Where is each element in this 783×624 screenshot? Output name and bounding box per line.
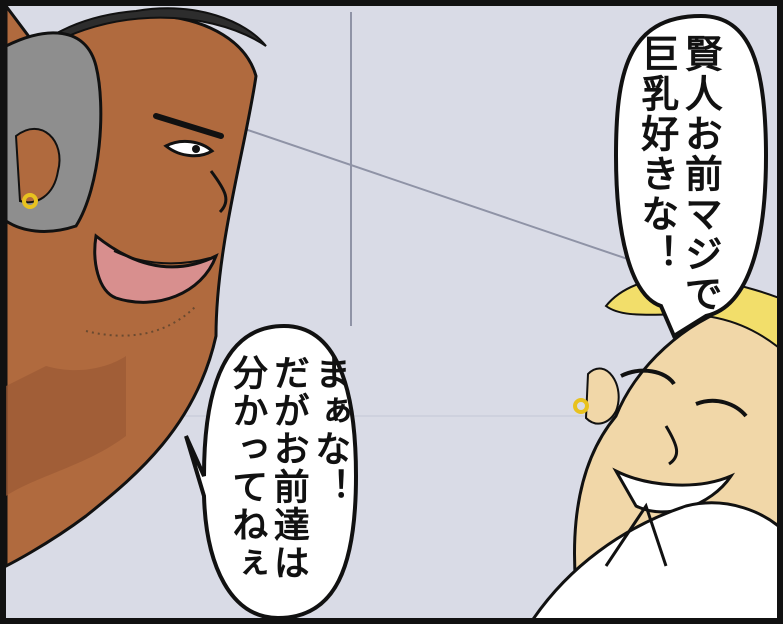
speech-line: 賢人お前マジで (678, 34, 723, 314)
speech-bubble-left (184, 323, 359, 618)
earring-icon (573, 398, 589, 414)
eye (163, 139, 215, 158)
dark-haired-man (6, 6, 267, 568)
mouth (93, 233, 219, 304)
blond-man (532, 275, 777, 618)
eyebrow (153, 113, 224, 139)
speech-text-left: まぁな！ だがお前達は 分かってねぇ (226, 354, 350, 609)
panel-illustration (6, 6, 777, 618)
speech-line: まぁな！ (309, 354, 351, 506)
earring-icon (22, 193, 38, 209)
speech-text-right: 賢人お前マジで 巨乳好きな！ (634, 34, 723, 319)
speech-line: だがお前達は (267, 354, 309, 582)
speech-line: 分かってねぇ (226, 354, 268, 582)
speech-line: 巨乳好きな！ (634, 34, 679, 274)
mouth (612, 467, 736, 514)
speech-bubble-right (613, 13, 769, 339)
shirt (532, 501, 777, 618)
